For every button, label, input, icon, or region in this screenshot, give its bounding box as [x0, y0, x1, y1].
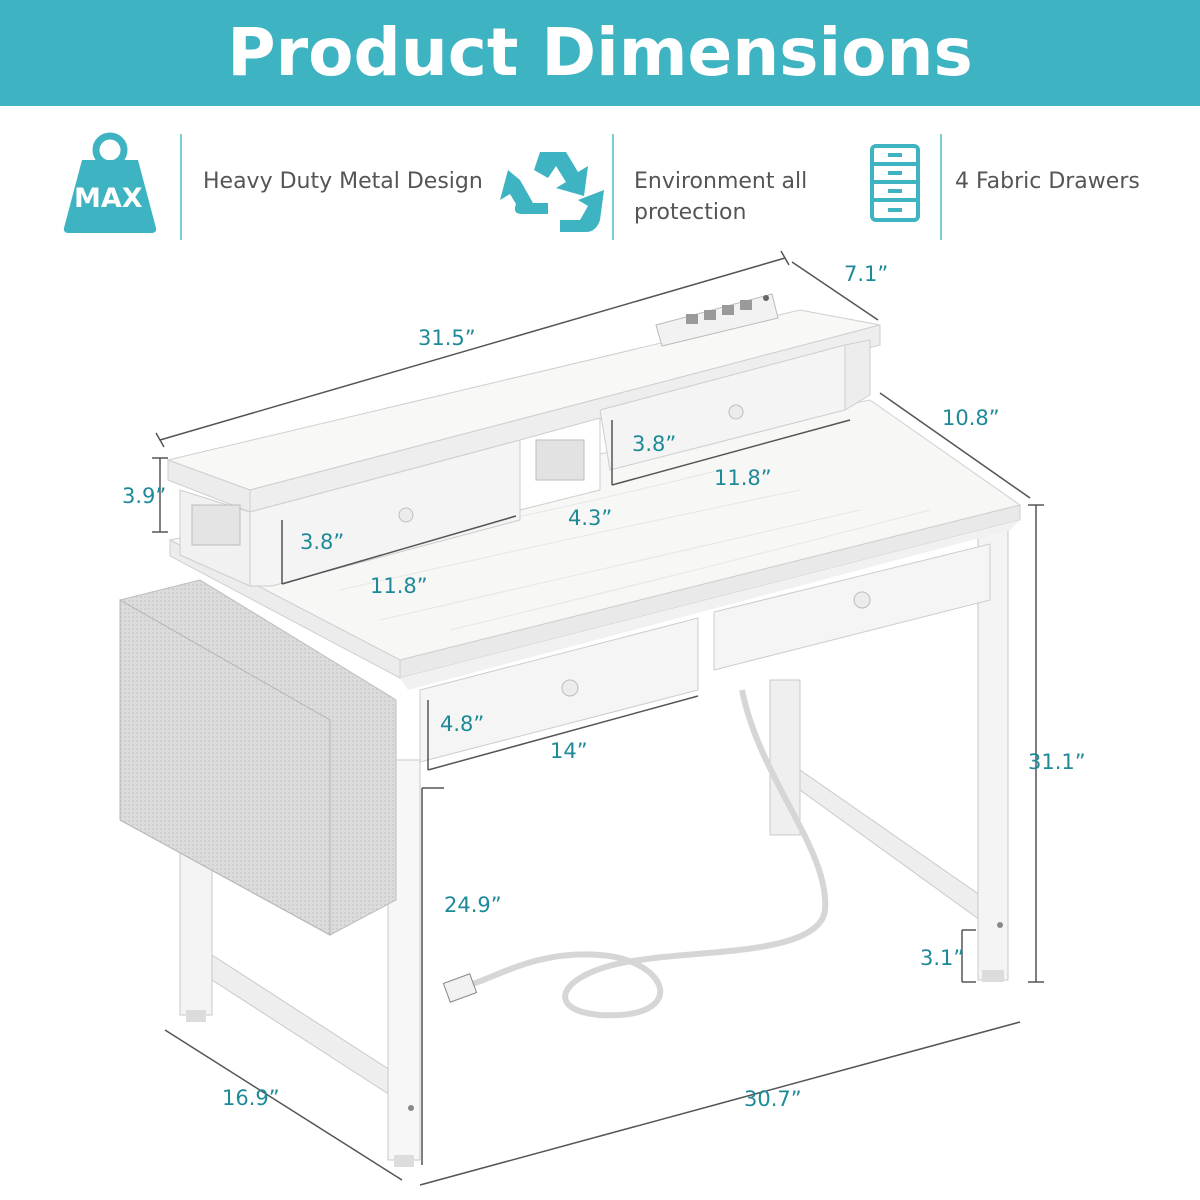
dim-hutch-cubby-width: 4.3”: [568, 506, 613, 530]
dim-desk-depth: 16.9”: [222, 1086, 280, 1110]
max-badge-label: MAX: [74, 183, 143, 214]
dim-hutch-right-drawer-width: 11.8”: [714, 466, 772, 490]
dim-hutch-left-drawer-width: 11.8”: [370, 574, 428, 598]
dimension-lines: [152, 250, 1044, 1186]
desk-drawers: [419, 543, 991, 763]
page-title: Product Dimensions: [227, 14, 973, 91]
dim-hutch-width: 31.5”: [418, 326, 476, 350]
feature-icons: [63, 132, 920, 233]
dim-foot-height: 3.1”: [920, 946, 965, 970]
feature-divider: [940, 134, 942, 240]
power-cord: [469, 689, 829, 1019]
feature-label-drawers: 4 Fabric Drawers: [955, 169, 1140, 194]
drawers-icon: [870, 144, 920, 222]
max-weight-icon: [63, 132, 157, 233]
dim-desk-width: 30.7”: [744, 1087, 802, 1111]
back-legs: [769, 519, 1009, 982]
dim-hutch-depth: 7.1”: [844, 262, 889, 286]
dim-hutch-left-drawer-height: 3.8”: [300, 530, 345, 554]
dim-hutch-height: 3.9”: [122, 484, 167, 508]
dim-leg-clearance: 24.9”: [444, 893, 502, 917]
feature-label-metal: Heavy Duty Metal Design: [203, 169, 483, 194]
title-banner: Product Dimensions: [0, 0, 1200, 106]
dim-desk-height: 31.1”: [1028, 750, 1086, 774]
hutch: [166, 293, 881, 587]
dim-desk-drawer-height: 4.8”: [440, 712, 485, 736]
feature-divider: [180, 134, 182, 240]
feature-label-environment-line2: protection: [634, 200, 747, 225]
feature-divider: [612, 134, 614, 240]
dim-desk-depth-top: 10.8”: [942, 406, 1000, 430]
dim-desk-drawer-width: 14”: [550, 739, 588, 763]
recycle-icon: [500, 152, 604, 232]
storage-bag: [119, 579, 397, 936]
feature-label-environment-line1: Environment all: [634, 169, 808, 194]
dim-hutch-right-drawer-height: 3.8”: [632, 432, 677, 456]
